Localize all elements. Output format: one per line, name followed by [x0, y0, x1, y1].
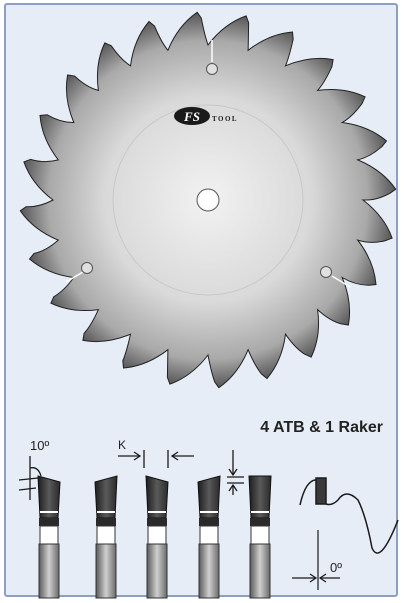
expansion-slot-right [320, 266, 351, 288]
hook-angle-profile [292, 477, 399, 590]
logo-text-primary: FS [183, 109, 200, 124]
atb-tooth [94, 475, 118, 599]
logo-mark [174, 107, 210, 125]
saw-blade: FS TOOL [19, 11, 397, 389]
raker-tooth [248, 475, 272, 599]
expansion-slot-top [206, 40, 218, 75]
blade-ring [112, 104, 304, 296]
expansion-slot-left [65, 262, 93, 283]
atb-tooth [37, 475, 61, 599]
tooth-row [37, 475, 272, 599]
tooth-height-dimension [227, 450, 244, 495]
hook-angle-label: 0º [330, 560, 342, 575]
arbor-hole [196, 188, 220, 212]
bevel-angle-dimension [18, 456, 42, 500]
kerf-dimension [118, 450, 194, 468]
tooth-configuration-heading: 4 ATB & 1 Raker [260, 419, 383, 436]
atb-tooth [197, 475, 221, 599]
fs-tool-logo: FS TOOL [174, 107, 238, 125]
kerf-label: K [118, 438, 126, 452]
logo-text-secondary: TOOL [212, 115, 238, 123]
atb-tooth [145, 475, 169, 599]
bevel-angle-label: 10º [30, 438, 49, 453]
